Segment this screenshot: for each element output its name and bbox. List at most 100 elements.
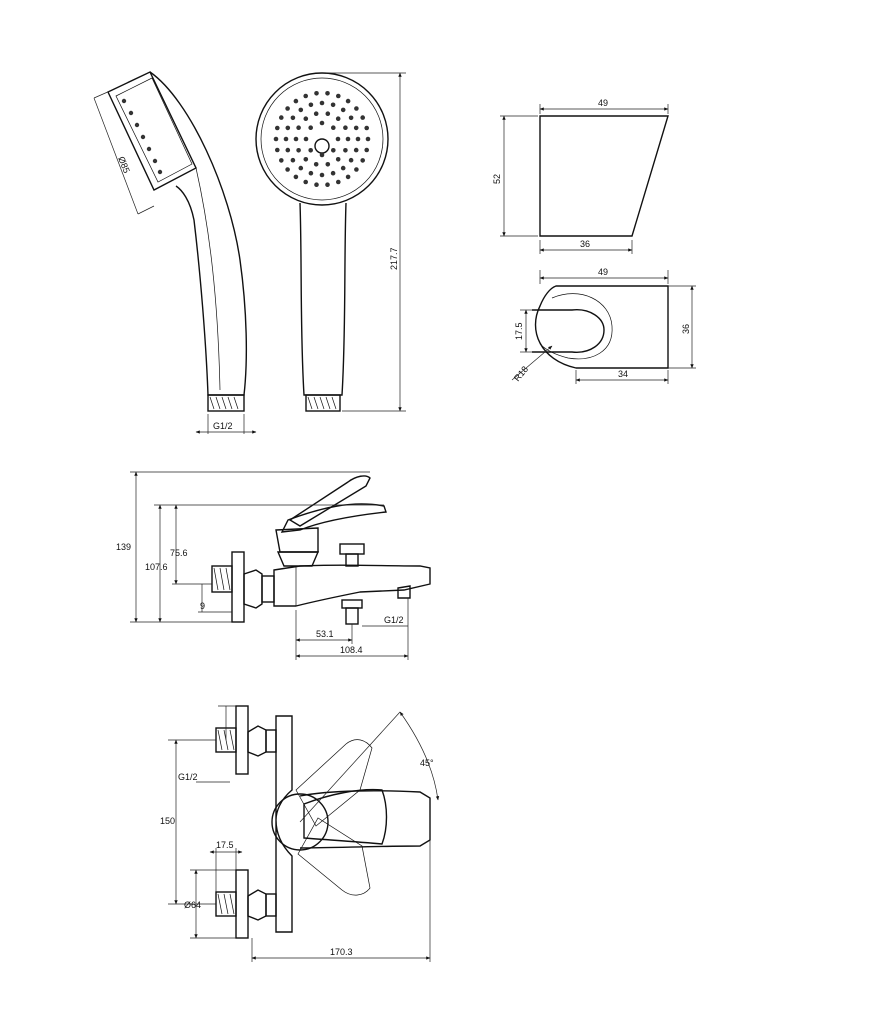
hand-shower-side-view: Ø85 G1/2 — [93, 71, 257, 434]
spray-nozzle — [293, 136, 299, 142]
spray-nozzle — [330, 102, 336, 108]
hand-shower-front-view: 217.7 — [255, 72, 406, 412]
spray-nozzle — [303, 116, 309, 121]
spray-nozzle — [354, 106, 359, 111]
dim-top-depth: 36 — [681, 324, 691, 334]
spray-nozzle — [335, 157, 341, 162]
spray-nozzle — [335, 116, 341, 121]
dim-slot: 17.5 — [514, 322, 524, 340]
spray-nozzle — [273, 136, 279, 142]
spray-nozzle — [355, 136, 361, 142]
spray-nozzle — [279, 115, 284, 120]
spray-nozzle — [308, 170, 314, 176]
spray-nozzle — [319, 152, 325, 158]
spray-nozzle — [345, 136, 351, 142]
spray-nozzle — [314, 182, 319, 187]
dim-holder-height: 52 — [492, 174, 502, 184]
spray-nozzle — [275, 125, 280, 131]
spray-nozzle-grid — [273, 91, 371, 187]
spray-nozzle — [285, 167, 290, 172]
mixer-front-view: 139 107.6 75.6 9 53.1 G1/2 108.4 — [116, 471, 431, 660]
dim-top-width: 49 — [598, 267, 608, 277]
spray-nozzle — [336, 93, 341, 99]
spray-nozzle — [364, 125, 370, 131]
spray-nozzle — [354, 167, 359, 172]
spray-nozzle — [293, 98, 299, 104]
spray-nozzle — [343, 148, 348, 153]
dim-top-base: 34 — [618, 369, 628, 379]
spray-nozzle — [325, 162, 331, 167]
dim-inlet-thread: G1/2 — [178, 772, 198, 782]
spray-nozzle — [364, 147, 370, 153]
dim-total-height: 139 — [116, 542, 131, 552]
spray-nozzle — [285, 125, 291, 131]
dim-thread-g12: G1/2 — [213, 421, 233, 431]
dim-outlet-distance: 53.1 — [316, 629, 334, 639]
spray-nozzle — [296, 125, 301, 130]
dim-offset: 9 — [200, 601, 205, 611]
dim-height-2: 75.6 — [170, 548, 188, 558]
holder-top-view: 49 36 17.5 R18 34 — [511, 267, 696, 384]
spray-nozzle — [308, 148, 314, 153]
spray-nozzle — [325, 91, 330, 96]
spray-nozzle — [336, 179, 341, 185]
spray-nozzle — [279, 158, 284, 163]
dim-height-1: 107.6 — [145, 562, 168, 572]
spray-nozzle — [298, 107, 304, 113]
spray-nozzle — [360, 115, 366, 120]
spray-nozzle — [319, 120, 325, 126]
spray-nozzle — [290, 157, 296, 163]
spray-nozzle — [335, 136, 341, 142]
spray-nozzle — [308, 125, 314, 130]
spray-nozzle — [330, 170, 336, 176]
spray-nozzle — [319, 172, 325, 178]
dim-nut-width: 17.5 — [216, 840, 234, 850]
spray-nozzle — [314, 91, 319, 96]
dim-face-diameter: Ø85 — [116, 155, 132, 175]
spray-nozzle — [331, 148, 336, 153]
holder-side-view: 49 52 36 — [492, 98, 669, 254]
spray-nozzle-row — [121, 98, 163, 175]
spray-nozzle — [303, 157, 309, 162]
spray-nozzle — [340, 107, 346, 113]
spray-nozzle — [293, 174, 299, 180]
spray-nozzle — [285, 147, 291, 153]
spray-nozzle — [348, 157, 354, 163]
spray-nozzle — [365, 136, 371, 142]
spray-nozzle — [296, 148, 301, 153]
dim-length: 170.3 — [330, 947, 353, 957]
spray-nozzle — [290, 115, 296, 121]
spray-nozzle — [303, 179, 309, 185]
spray-nozzle — [313, 162, 319, 167]
spray-nozzle — [360, 158, 366, 163]
spray-nozzle — [345, 98, 351, 104]
spray-nozzle — [353, 147, 359, 153]
spray-nozzle — [340, 165, 346, 171]
spray-nozzle — [319, 100, 325, 106]
spray-nozzle — [343, 125, 348, 130]
spray-nozzle — [313, 111, 319, 116]
spray-nozzle — [298, 165, 304, 171]
spray-nozzle — [331, 125, 336, 130]
spray-nozzle — [325, 111, 331, 116]
spray-nozzle — [353, 125, 359, 131]
dim-centers: 150 — [160, 816, 175, 826]
spray-nozzle — [308, 102, 314, 108]
dim-outlet-thread: G1/2 — [384, 615, 404, 625]
spray-nozzle — [325, 182, 330, 187]
dim-holder-base: 36 — [580, 239, 590, 249]
spray-nozzle — [348, 115, 354, 121]
dim-depth: 108.4 — [340, 645, 363, 655]
spray-nozzle — [285, 106, 290, 111]
spray-nozzle — [303, 136, 309, 142]
mixer-top-view: 45° 150 G1/2 17.5 Ø64 170.3 — [160, 705, 440, 962]
dim-flange: Ø64 — [184, 900, 201, 910]
spray-nozzle — [303, 93, 309, 99]
spray-nozzle — [275, 147, 280, 153]
dim-holder-width: 49 — [598, 98, 608, 108]
dim-length: 217.7 — [389, 247, 399, 270]
spray-nozzle — [283, 136, 289, 142]
dim-angle: 45° — [420, 758, 434, 768]
spray-nozzle — [345, 174, 351, 180]
